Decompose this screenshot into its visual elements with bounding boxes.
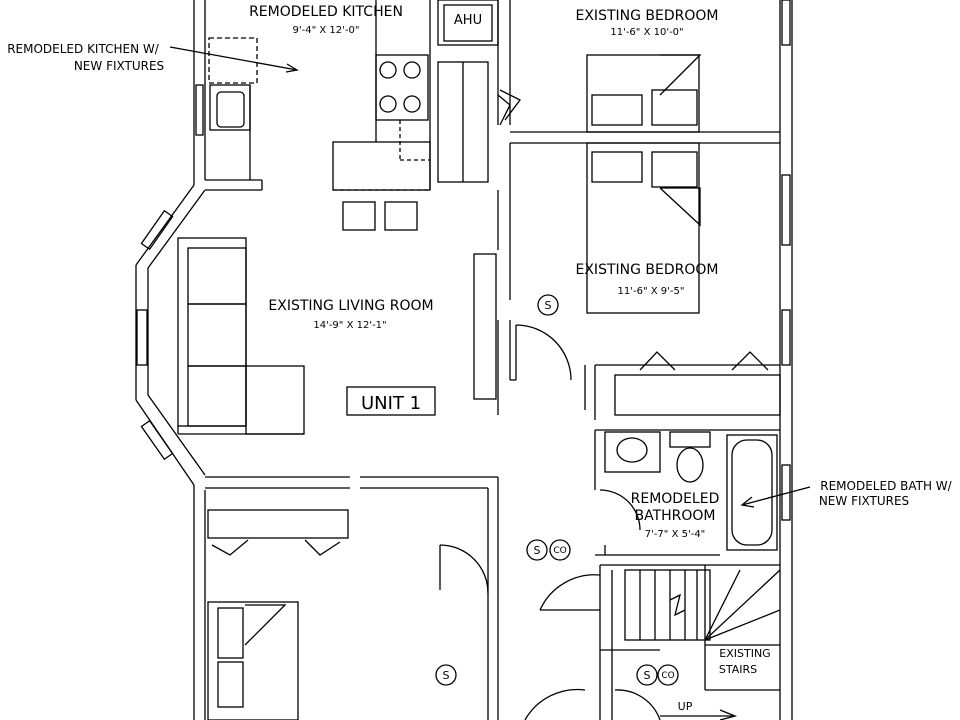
smoke-symbol-4: S <box>644 669 651 682</box>
right-walls <box>779 0 793 720</box>
bath-note-line1: REMODELED BATH W/ <box>820 479 952 493</box>
smoke-detector-symbols <box>435 294 679 686</box>
unit-label: UNIT 1 <box>361 393 421 414</box>
smoke-symbol-2: S <box>534 544 541 557</box>
exterior-walls <box>135 0 206 720</box>
stairs-name-1: EXISTING <box>719 647 770 660</box>
stairs-name-2: STAIRS <box>719 663 757 676</box>
stairs <box>524 564 781 720</box>
note-arrows <box>169 46 811 508</box>
bathroom-dims: 7'-7" X 5'-4" <box>645 529 706 540</box>
bedroom-top-name: EXISTING BEDROOM <box>576 8 719 24</box>
bathroom-name-2: BATHROOM <box>634 508 715 524</box>
smoke-symbol-3: S <box>443 669 450 682</box>
interior-walls <box>473 0 781 420</box>
unit-label-box <box>346 386 436 416</box>
kitchen-dims: 9'-4" X 12'-0" <box>293 25 360 36</box>
sofa <box>177 237 305 435</box>
kitchen-note-line2: NEW FIXTURES <box>74 59 164 73</box>
bathroom-fixtures <box>594 429 780 556</box>
bath-note-line2: NEW FIXTURES <box>819 494 909 508</box>
bedroom-top-dims: 11'-6" X 10'-0" <box>610 27 683 38</box>
kitchen-note-line1: REMODELED KITCHEN W/ <box>7 42 160 56</box>
co-symbol-2: CO <box>661 671 674 681</box>
co-symbol-1: CO <box>553 546 566 556</box>
smoke-symbol-1: S <box>545 299 552 312</box>
kitchen-name: REMODELED KITCHEN <box>249 4 403 20</box>
bedroom-mid-name: EXISTING BEDROOM <box>576 262 719 278</box>
room-labels: REMODELED KITCHEN 9'-4" X 12'-0" EXISTIN… <box>249 4 771 713</box>
notes: REMODELED KITCHEN W/ NEW FIXTURES REMODE… <box>7 42 952 508</box>
ahu-label: AHU <box>454 13 482 28</box>
bed-mid <box>586 142 701 314</box>
bathroom-name-1: REMODELED <box>631 491 720 507</box>
symbol-letters: S S CO S S CO <box>443 299 675 682</box>
bed-top <box>586 54 702 133</box>
bedroom-lower <box>205 476 499 720</box>
living-dims: 14'-9" X 12'-1" <box>313 320 386 331</box>
living-name: EXISTING LIVING ROOM <box>268 298 433 314</box>
kitchen-fixtures <box>205 0 521 250</box>
stairs-up-label: UP <box>678 700 693 713</box>
bedroom-mid-dims: 11'-6" X 9'-5" <box>618 286 685 297</box>
